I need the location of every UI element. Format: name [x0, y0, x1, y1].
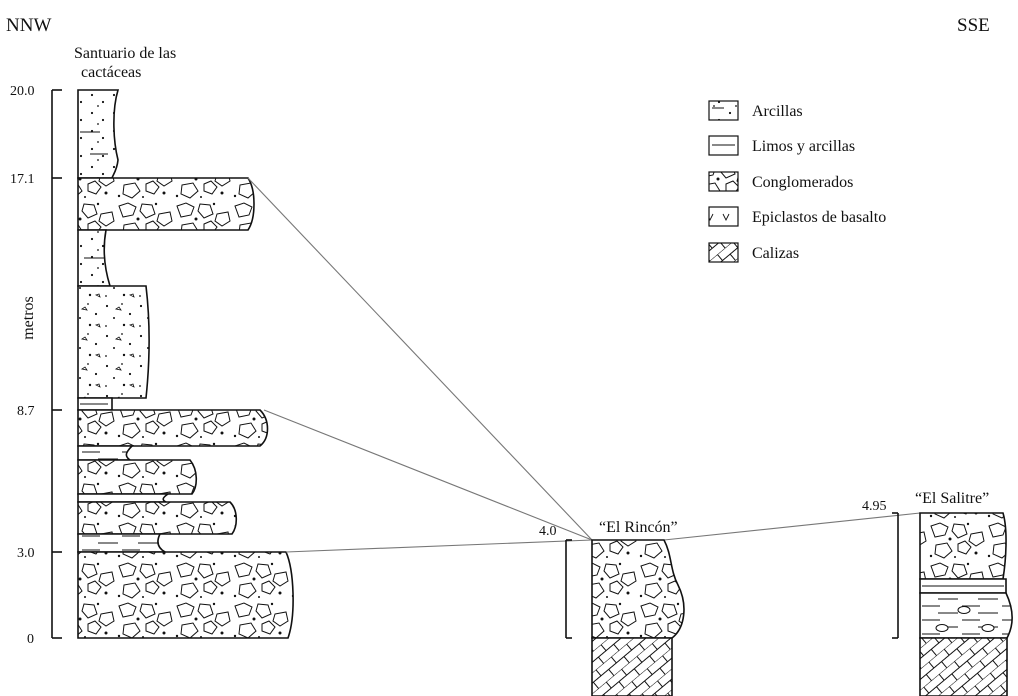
tick-label-0: 0 [27, 632, 34, 647]
rincon-column: 4.0 [539, 524, 685, 696]
legend-item-limos: Limos y arcillas [708, 135, 855, 156]
legend-swatch-epiclastos [708, 206, 739, 227]
legend-label-conglomerados: Conglomerados [752, 174, 853, 191]
tick-label-3: 3.0 [17, 546, 35, 561]
legend-item-epiclastos: Epiclastos de basalto [708, 206, 886, 227]
salitre-column: 4.95 [862, 499, 1013, 696]
legend: Arcillas Limos y arcillas Conglomerados … [708, 100, 886, 263]
legend-label-epiclastos: Epiclastos de basalto [752, 209, 886, 226]
legend-swatch-conglomerados [708, 171, 739, 192]
salitre-title: “El Salitre” [915, 490, 989, 507]
tick-label-17-1: 17.1 [10, 172, 35, 187]
meters-scale: 20.0 17.1 8.7 3.0 0 metros [10, 84, 62, 647]
santuario-column [77, 89, 294, 639]
correlation-lines [247, 177, 921, 553]
legend-item-conglomerados: Conglomerados [708, 171, 853, 192]
legend-item-arcillas: Arcillas [708, 100, 803, 121]
tick-label-8-7: 8.7 [17, 404, 35, 419]
legend-swatch-calizas [708, 242, 739, 263]
legend-label-calizas: Calizas [752, 245, 799, 262]
rincon-title: “El Rincón” [599, 519, 678, 536]
salitre-top-value: 4.95 [862, 499, 887, 514]
legend-label-arcillas: Arcillas [752, 103, 803, 120]
direction-sse-label: SSE [957, 15, 990, 36]
direction-nnw-label: NNW [6, 15, 51, 36]
rincon-top-value: 4.0 [539, 524, 557, 539]
axis-label-metros: metros [20, 296, 37, 340]
santuario-title-line1: Santuario de las [74, 45, 176, 62]
legend-item-calizas: Calizas [708, 242, 799, 263]
legend-swatch-arcillas [708, 100, 739, 121]
santuario-title-line2: cactáceas [81, 64, 141, 81]
legend-label-limos: Limos y arcillas [752, 138, 855, 155]
tick-label-20: 20.0 [10, 84, 35, 99]
